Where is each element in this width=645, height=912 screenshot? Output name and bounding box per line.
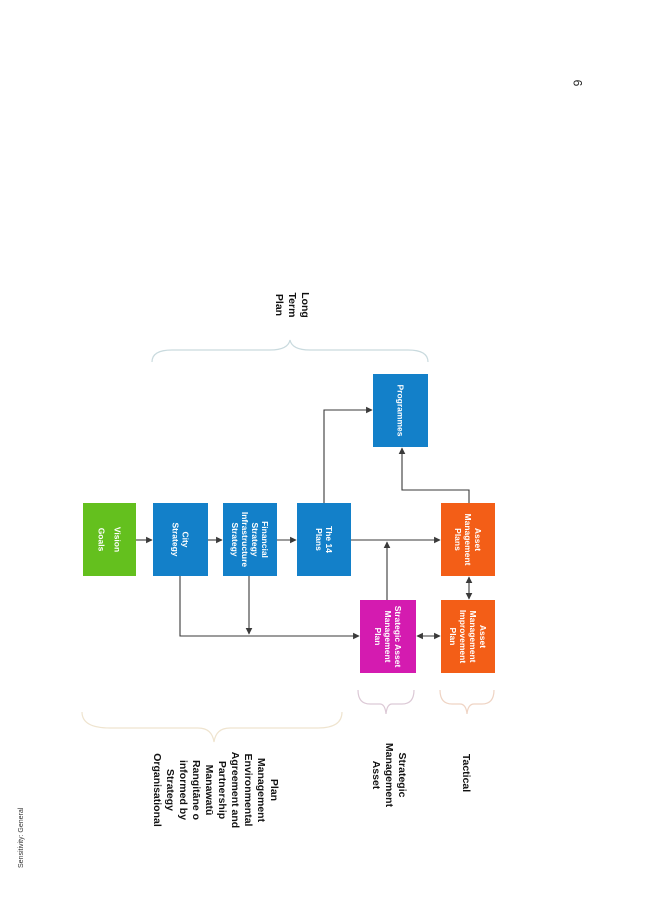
organisational-line-1: Organisational	[151, 753, 163, 827]
vision-goals-line-2: Goals	[97, 528, 107, 552]
financial-line-1: Financial	[260, 521, 270, 558]
am-plans-line-3: Plans	[453, 528, 463, 551]
organisational-line-7: Agreement and	[229, 752, 241, 828]
long-term-plan-line-2: Term	[286, 293, 298, 318]
am-improvement-line-4: Plan	[448, 628, 458, 646]
organisational-line-3: informed by	[177, 760, 189, 820]
tactical-label: Tactical	[460, 754, 472, 792]
am-plans-box	[441, 503, 495, 576]
strategic-brace	[357, 689, 415, 715]
14-plans-line-2: Plans	[314, 528, 324, 551]
programmes-box	[373, 374, 428, 447]
organisational-line-10: Plan	[268, 779, 280, 801]
vision-goals-box	[83, 503, 136, 576]
long-term-plan-brace	[151, 339, 429, 363]
financial-line-3: Infrastructure	[240, 512, 250, 568]
financial-line-4: Strategy	[230, 522, 240, 556]
14-plans-line-1: The 14	[324, 526, 334, 553]
arrow-amplans-to-programmes	[398, 447, 470, 503]
organisational-line-9: Management	[255, 758, 267, 823]
arrow-14plans-to-programmes	[323, 406, 373, 503]
city-strategy-line-2: Strategy	[171, 522, 181, 556]
organisational-line-4: Rangitāne o	[190, 760, 202, 820]
vision-goals-line-1: Vision	[113, 527, 123, 552]
financial-line-2: Strategy	[250, 522, 260, 556]
strategic-amp-line-3: Plan	[373, 628, 383, 646]
am-improvement-box	[441, 600, 495, 673]
long-term-plan-line-3: Plan	[273, 294, 285, 316]
organisational-brace	[81, 711, 343, 743]
arrow-city-to-strategic	[179, 576, 360, 640]
asset-mgmt-strategic-line-3: Strategic	[396, 753, 408, 798]
organisational-line-2: Strategy	[164, 769, 176, 811]
am-plans-line-2: Management	[463, 514, 473, 566]
asset-mgmt-strategic-line-2: Management	[383, 743, 395, 808]
am-improvement-line-2: Management	[468, 611, 478, 663]
financial-infra-box	[223, 503, 277, 576]
organisational-line-5: Manawatū	[203, 765, 215, 816]
strategic-amp-line-1: Strategic Asset	[393, 606, 403, 668]
am-improvement-line-3: Improvement	[458, 610, 468, 664]
tactical-brace	[439, 689, 495, 715]
strategic-amp-box	[360, 600, 416, 673]
am-improvement-line-1: Asset	[478, 625, 488, 648]
asset-mgmt-strategic-line-1: Asset	[370, 761, 382, 790]
programmes-line-1: Programmes	[396, 385, 406, 437]
organisational-line-6: Partnership	[216, 761, 228, 819]
am-plans-line-1: Asset	[473, 528, 483, 551]
organisational-line-8: Environmental	[242, 754, 254, 827]
the-14-plans-box	[297, 503, 351, 576]
city-strategy-line-1: City	[181, 531, 191, 547]
city-strategy-box	[153, 503, 208, 576]
strategic-amp-line-2: Management	[383, 611, 393, 663]
long-term-plan-line-1: Long	[299, 292, 311, 318]
